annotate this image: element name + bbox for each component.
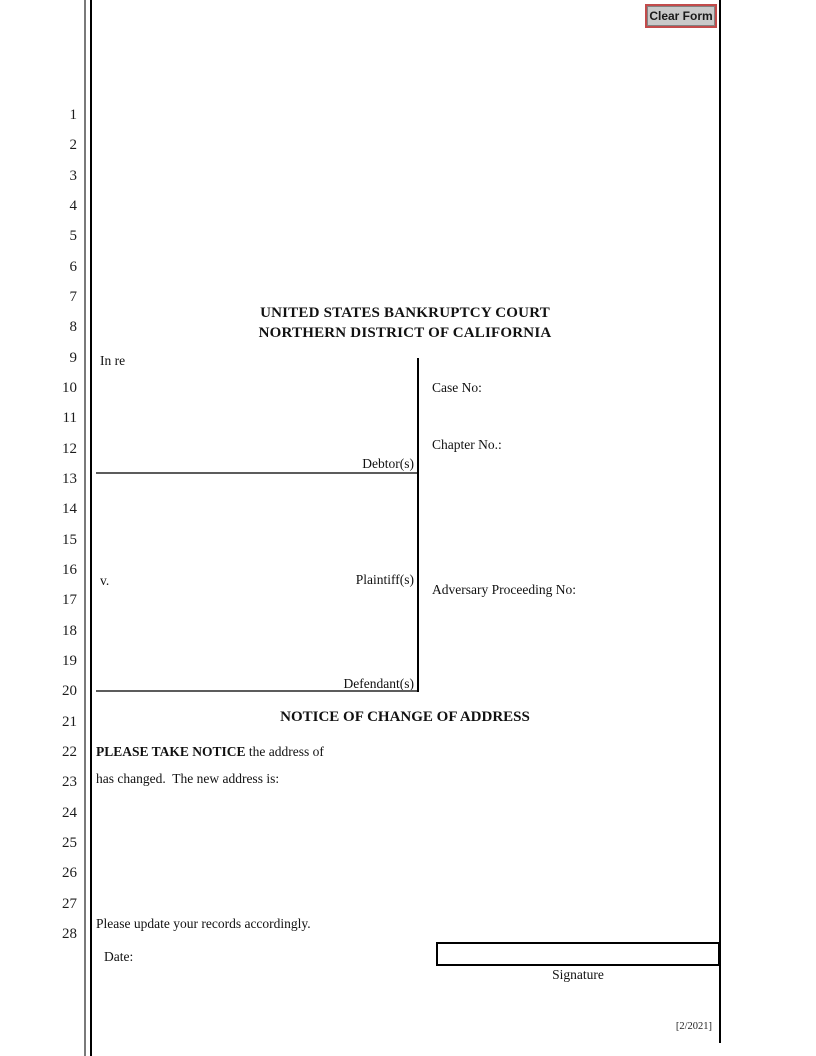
line-number: 7 (69, 288, 78, 305)
take-notice-bold: PLEASE TAKE NOTICE (96, 744, 246, 759)
debtor-underline (96, 472, 417, 474)
line-number: 17 (62, 592, 77, 609)
address-changed-line: has changed. The new address is: (96, 771, 280, 786)
in-re-label: In re (100, 353, 126, 368)
line-number: 25 (62, 834, 77, 851)
defendant-underline (96, 690, 417, 692)
line-number: 28 (62, 925, 77, 942)
court-title: UNITED STATES BANKRUPTCY COURT NORTHERN … (91, 304, 719, 343)
line-number: 22 (62, 743, 77, 760)
line-number: 5 (69, 228, 78, 245)
adversary-proceeding-label: Adversary Proceeding No: (432, 582, 576, 597)
notice-heading: NOTICE OF CHANGE OF ADDRESS (280, 709, 530, 725)
line-number: 10 (62, 379, 77, 396)
take-notice-rest: the address of (245, 744, 324, 759)
update-records-line: Please update your records accordingly. (96, 916, 311, 931)
line-number: 27 (62, 895, 77, 912)
line-number: 13 (62, 470, 77, 487)
line-number: 20 (62, 683, 77, 700)
line-number: 15 (62, 531, 77, 548)
right-margin-rule (719, 0, 721, 1043)
caption-divider-line (417, 358, 419, 692)
left-margin-rule-outer (84, 0, 86, 1056)
plaintiff-label: Plaintiff(s) (355, 572, 414, 587)
line-number: 14 (62, 501, 77, 518)
line-number: 23 (62, 774, 77, 791)
left-margin-rule-inner (90, 0, 92, 1056)
case-no-label: Case No: (432, 380, 482, 395)
line-number: 1 (69, 107, 78, 123)
line-number: 19 (62, 652, 77, 669)
line-number: 2 (69, 137, 78, 154)
defendant-label: Defendant(s) (343, 676, 414, 691)
line-number: 11 (62, 410, 77, 427)
court-title-line1: UNITED STATES BANKRUPTCY COURT (260, 305, 550, 321)
debtor-label: Debtor(s) (362, 456, 414, 471)
line-number: 3 (69, 167, 78, 184)
line-number: 8 (69, 319, 78, 336)
take-notice-line: PLEASE TAKE NOTICE the address of (96, 744, 324, 760)
chapter-no-label: Chapter No.: (432, 437, 502, 452)
line-number: 21 (62, 713, 77, 730)
line-number: 9 (69, 349, 78, 366)
line-number: 12 (62, 440, 77, 457)
signature-field[interactable] (436, 942, 720, 966)
date-label: Date: (104, 949, 134, 964)
clear-form-button[interactable]: Clear Form (645, 4, 717, 28)
line-number: 16 (62, 561, 77, 578)
versus-label: v. (100, 573, 110, 588)
form-revision-date: [2/2021] (675, 1021, 712, 1032)
line-number: 4 (69, 197, 78, 214)
line-number: 18 (62, 622, 77, 639)
court-title-line2: NORTHERN DISTRICT OF CALIFORNIA (258, 324, 552, 341)
line-number: 26 (62, 865, 77, 882)
signature-label: Signature (552, 967, 604, 982)
line-number: 6 (69, 258, 78, 275)
line-number: 24 (62, 804, 77, 821)
